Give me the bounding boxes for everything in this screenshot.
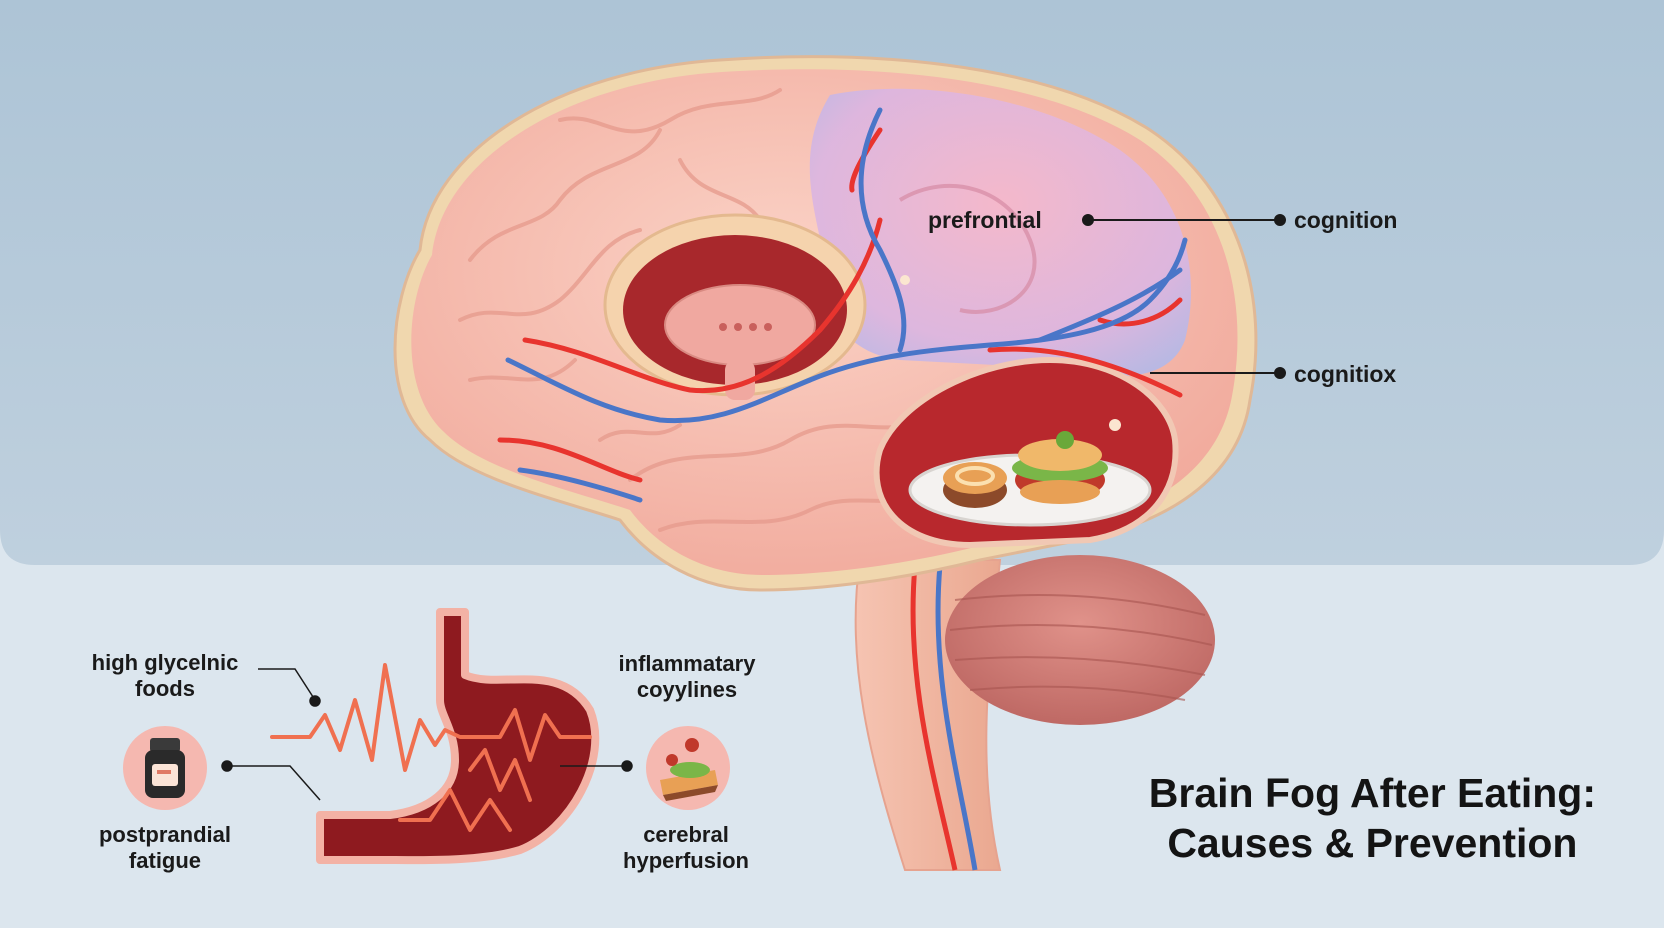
- thalamus-stalk: [725, 360, 755, 400]
- callout-lines-left: [221, 668, 633, 801]
- cerebellum-folds: [949, 594, 1213, 701]
- label-cerebral: cerebral hyperfusion: [623, 822, 749, 874]
- food-icon: [646, 726, 730, 810]
- stem-vein: [935, 564, 978, 871]
- callout-lines-brain: [1082, 214, 1286, 379]
- page-title: Brain Fog After Eating: Causes & Prevent…: [1149, 768, 1596, 868]
- prefrontal-dot: [900, 275, 910, 285]
- label-cerebral-line2: hyperfusion: [623, 848, 749, 873]
- veins: [505, 107, 1188, 503]
- food-roll: [943, 462, 1007, 508]
- label-inflammatory-line2: coyylines: [636, 677, 738, 702]
- pocket-dot: [1109, 419, 1121, 431]
- label-inflammatory: inflammatary coyylines: [619, 651, 756, 703]
- label-cognition: cognition: [1294, 207, 1398, 233]
- label-postprandial-line2: fatigue: [128, 848, 202, 873]
- cerebellum: [945, 555, 1215, 725]
- arteries: [497, 127, 1183, 483]
- title-line1: Brain Fog After Eating:: [1148, 770, 1596, 816]
- food-sandwich: [1012, 431, 1108, 504]
- label-high-glycemic-line1: high glycelnic: [91, 650, 239, 675]
- label-postprandial: postprandial fatigue: [99, 822, 231, 874]
- prefrontal-region: [809, 88, 1192, 376]
- stem-artery: [910, 564, 958, 871]
- label-cerebral-line1: cerebral: [643, 822, 729, 847]
- prefrontal-fold: [898, 184, 1037, 314]
- label-high-glycemic-line2: foods: [135, 676, 195, 701]
- bottle-icon: [123, 726, 207, 810]
- label-postprandial-line1: postprandial: [98, 822, 232, 847]
- label-cognitiox: cognitiox: [1294, 361, 1397, 387]
- label-prefrontial: prefrontial: [928, 207, 1042, 233]
- label-inflammatory-line1: inflammatary: [618, 651, 756, 676]
- thalamus-dots: [719, 323, 772, 331]
- title-line2: Causes & Prevention: [1167, 820, 1578, 866]
- label-high-glycemic: high glycelnic foods: [92, 650, 239, 702]
- stomach-pulse-lines: [270, 663, 592, 832]
